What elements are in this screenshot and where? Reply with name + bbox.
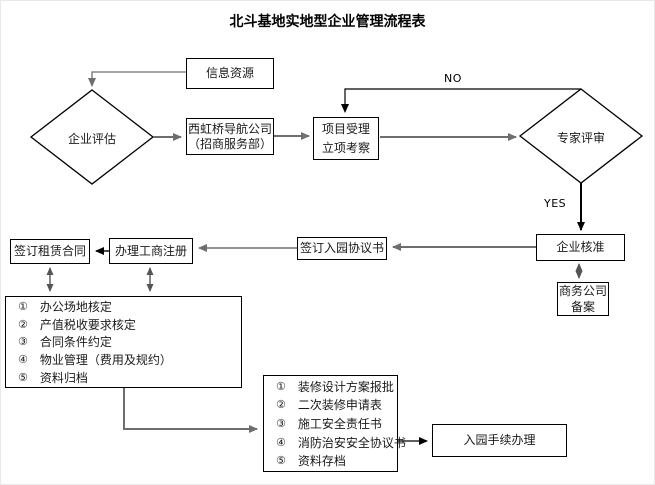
project-acceptance-line1: 项目受理 <box>321 121 370 136</box>
business-company-filing-line2: 备案 <box>570 300 595 314</box>
navigation-company-line2: （招商服务部） <box>187 136 272 151</box>
item-text: 产值税收要求核定 <box>39 317 136 332</box>
business-registration-box: 办理工商注册 <box>109 238 193 264</box>
page-title: 北斗基地实地型企业管理流程表 <box>229 14 426 30</box>
item-text: 办公场地核定 <box>39 299 112 314</box>
sign-lease-contract-label: 签订租赁合同 <box>13 244 86 258</box>
item-text: 二次装修申请表 <box>297 398 382 413</box>
enterprise-evaluation-diamond <box>29 89 155 185</box>
list-item: ③ 施工安全责任书 <box>276 415 397 432</box>
project-acceptance-box: 项目受理 立项考察 <box>313 117 379 160</box>
sign-park-agreement-box: 签订入园协议书 <box>297 237 387 260</box>
item-text: 装修设计方案报批 <box>297 379 394 394</box>
business-company-filing-line1: 商务公司 <box>558 284 607 298</box>
item-text: 资料归档 <box>39 371 88 386</box>
renovation-checklist-box: ① 装修设计方案报批 ② 二次装修申请表 ③ 施工安全责任书 ④ 消防治安安全协… <box>263 375 406 472</box>
info-resource-label: 信息资源 <box>205 66 254 80</box>
item-text: 施工安全责任书 <box>297 416 382 431</box>
no-label: NO <box>444 72 462 85</box>
park-entry-procedures-label: 入园手续办理 <box>463 433 536 447</box>
list-item: ② 产值税收要求核定 <box>18 316 241 333</box>
item-number: ② <box>276 398 286 412</box>
arrow-info-to-evaluation <box>88 71 186 87</box>
list-item: ④ 物业管理（费用及规约） <box>18 351 241 368</box>
item-text: 资料存档 <box>297 454 346 469</box>
item-text: 合同条件约定 <box>39 335 112 350</box>
item-number: ③ <box>18 335 28 349</box>
enterprise-evaluation-label: 企业评估 <box>67 132 116 146</box>
item-number: ④ <box>18 353 28 367</box>
list-item: ① 办公场地核定 <box>18 298 241 315</box>
yes-label: YES <box>544 197 567 210</box>
navigation-company-box: 西虹桥导航公司 （招商服务部） <box>186 118 274 155</box>
enterprise-approval-label: 企业核准 <box>556 240 605 254</box>
business-registration-label: 办理工商注册 <box>114 243 187 258</box>
list-item: ③ 合同条件约定 <box>18 333 241 350</box>
item-number: ⑤ <box>18 371 28 385</box>
list-item: ① 装修设计方案报批 <box>276 378 397 395</box>
project-acceptance-line2: 立项考察 <box>321 140 370 155</box>
arrow-admission-to-renovation <box>123 388 258 433</box>
navigation-company-line1: 西虹桥导航公司 <box>187 121 272 136</box>
list-item: ④ 消防治安安全协议书 <box>276 434 406 451</box>
expert-review-label: 专家评审 <box>556 131 605 145</box>
enterprise-approval-box: 企业核准 <box>536 234 625 261</box>
arrow-review-no-loop <box>341 88 581 113</box>
item-number: ⑤ <box>276 454 286 468</box>
item-number: ④ <box>276 435 286 449</box>
item-text: 物业管理（费用及规约） <box>39 353 172 368</box>
list-item: ⑤ 资料归档 <box>18 369 241 386</box>
item-number: ② <box>18 317 28 331</box>
item-number: ① <box>276 379 286 393</box>
admission-checklist-box: ① 办公场地核定 ② 产值税收要求核定 ③ 合同条件约定 ④ 物业管理（费用及规… <box>5 296 242 388</box>
item-number: ③ <box>276 416 286 430</box>
list-item: ② 二次装修申请表 <box>276 396 397 413</box>
park-entry-procedures-box: 入园手续办理 <box>432 424 567 457</box>
item-number: ① <box>18 299 28 313</box>
list-item: ⑤ 资料存档 <box>276 452 397 469</box>
item-text: 消防治安安全协议书 <box>297 435 406 450</box>
info-resource-box: 信息资源 <box>186 58 274 89</box>
sign-lease-contract-box: 签订租赁合同 <box>10 239 90 264</box>
sign-park-agreement-label: 签订入园协议书 <box>299 241 384 255</box>
business-company-filing-box: 商务公司 备案 <box>557 282 609 316</box>
